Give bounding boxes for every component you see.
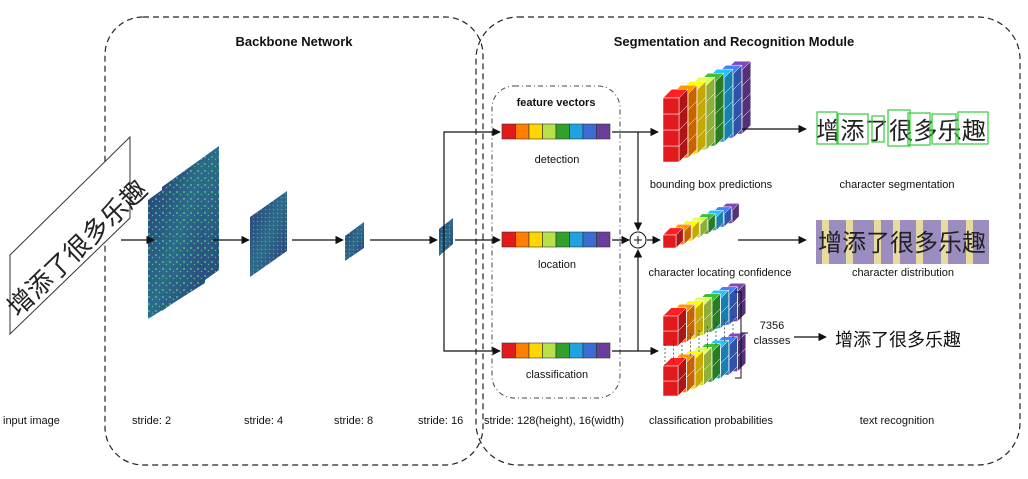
vector-cell [596,342,611,359]
block-cube [662,307,687,332]
bounding-box-predictions-block [662,60,752,163]
bbox-label: bounding box predictions [650,179,773,191]
feature-map-stride-4 [250,191,287,277]
class-bracket [735,291,748,379]
block-cube [662,227,684,249]
feature-map-stride-2 [148,146,219,319]
vector-cell [569,231,584,248]
feature-vectors-title: feature vectors [517,97,596,109]
feature-map-stride-16 [439,218,453,256]
recognized-text: 增添了很多乐趣 [835,330,961,351]
classification-probabilities-block [662,282,747,397]
block-cube [662,357,687,382]
vector-cell [515,342,530,359]
classprob-label: classification probabilities [649,415,774,427]
vector-cell [501,342,516,359]
vector-cell [528,342,543,359]
segmentation-recognition-region [475,16,1021,466]
backbone-network-title: Backbone Network [235,34,353,49]
feature-map-stride-8 [345,222,364,261]
distribution-label: character distribution [852,267,954,279]
branch-lines [443,127,501,356]
vector-cell [555,342,570,359]
vector-cell [542,123,557,140]
vector-cell [569,342,584,359]
feature-stride-note: stride: 128(height), 16(width) [484,415,624,427]
vector-cell [582,123,597,140]
segmentation-handwriting: 增添了很多乐趣 [816,117,986,145]
input-image: 增添了很多乐趣 [2,135,154,336]
classes-word: classes [754,335,791,347]
vector-cell [569,123,584,140]
detection-vector [501,123,611,140]
vector-cell [542,342,557,359]
vector-cell [528,231,543,248]
locating-label: character locating confidence [648,267,791,279]
vector-cell [528,123,543,140]
stride-4-label: stride: 4 [244,415,283,427]
segmentation-label: character segmentation [840,179,955,191]
location-label: location [538,259,576,271]
vector-cell [555,231,570,248]
vector-cell [582,342,597,359]
character-distribution-output: 增添了很多乐趣 [816,220,989,264]
locating-confidence-block [662,202,740,249]
location-vector [501,231,611,248]
add-operator-icon [629,231,647,249]
block-cube [662,88,689,115]
stride-8-label: stride: 8 [334,415,373,427]
input-image-label: input image [3,415,60,427]
feature-vectors-group [491,85,621,399]
classification-vector [501,342,611,359]
classes-count: 7356 [760,320,784,332]
module-title: Segmentation and Recognition Module [614,34,855,49]
vector-cell [542,231,557,248]
distribution-handwriting: 增添了很多乐趣 [818,229,986,257]
classification-label: classification [526,369,588,381]
detection-label: detection [535,154,580,166]
vector-cell [501,231,516,248]
vector-cell [582,231,597,248]
vector-cell [515,123,530,140]
character-segmentation-output: 增添了很多乐趣 [816,109,989,147]
vector-cell [501,123,516,140]
vector-cell [596,123,611,140]
vector-cell [555,123,570,140]
stride-2-label: stride: 2 [132,415,171,427]
vector-cell [596,231,611,248]
stride-16-label: stride: 16 [418,415,463,427]
recognition-label: text recognition [860,415,935,427]
vector-cell [515,231,530,248]
